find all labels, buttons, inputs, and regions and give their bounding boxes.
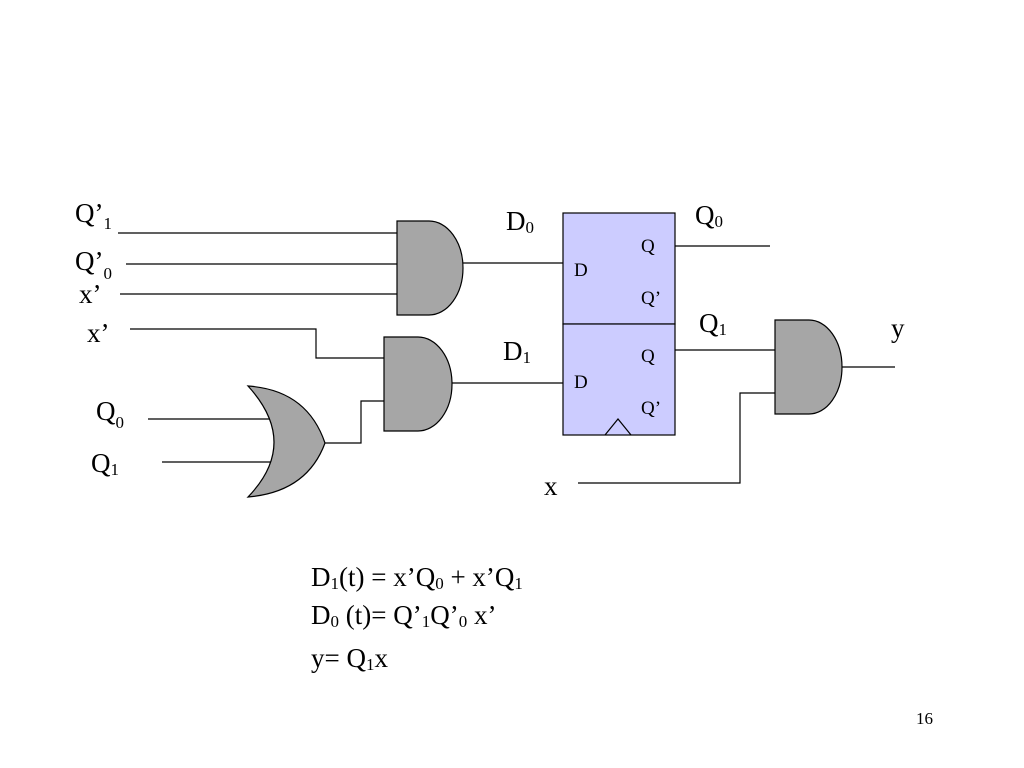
and-gate-0-shape xyxy=(396,220,464,316)
and-gate-0 xyxy=(396,220,464,316)
wire-x-and2 xyxy=(578,392,775,484)
equation-y: y= Q1x xyxy=(311,643,388,674)
flipflop-bottom-box xyxy=(562,323,676,436)
and-gate-1 xyxy=(383,336,453,432)
clock-triangle-icon xyxy=(604,418,632,436)
signal-labels: Q’1 Q’0 x’ x’ Q0 Q1 D0 D1 Q0 Q1 y x xyxy=(75,198,905,501)
or-gate-shape xyxy=(246,385,326,498)
and-gate-2-shape xyxy=(774,319,843,415)
page-number: 16 xyxy=(916,709,933,728)
flipflop-bottom: D Q Q’ xyxy=(562,323,676,436)
flipflop-top: D Q Q’ xyxy=(562,212,676,325)
flipflop-top-box xyxy=(562,212,676,325)
wire-xbar-and1 xyxy=(130,328,384,359)
label-q0-output: Q0 xyxy=(695,200,723,231)
flipflop-bottom-d-pin: D xyxy=(574,372,588,393)
or-gate xyxy=(246,385,326,498)
equations: D1(t) = x’Q0 + x’Q1 D0 (t)= Q’1Q’0 x’ y=… xyxy=(311,562,523,674)
flipflop-bottom-qbar-pin: Q’ xyxy=(641,398,661,419)
wire-or-and1 xyxy=(324,400,384,444)
label-q0bar-input: Q’0 xyxy=(75,246,112,283)
flipflop-top-qbar-pin: Q’ xyxy=(641,288,661,309)
label-d1: D1 xyxy=(503,336,531,367)
label-xbar-input-1: x’ xyxy=(87,318,110,348)
label-q1bar-input: Q’1 xyxy=(75,198,112,233)
flipflop-top-d-pin: D xyxy=(574,260,588,281)
flipflop-top-q-pin: Q xyxy=(641,236,655,257)
flipflop-bottom-q-pin: Q xyxy=(641,346,655,367)
equation-d0: D0 (t)= Q’1Q’0 x’ xyxy=(311,600,496,631)
and-gate-1-shape xyxy=(383,336,453,432)
wires xyxy=(118,232,895,484)
label-x-input: x xyxy=(544,471,558,501)
equation-d1: D1(t) = x’Q0 + x’Q1 xyxy=(311,562,523,593)
label-q1-input: Q1 xyxy=(91,448,119,479)
label-xbar-input-0: x’ xyxy=(79,279,102,309)
and-gate-2 xyxy=(774,319,843,415)
label-q0-input: Q0 xyxy=(96,396,124,432)
label-d0: D0 xyxy=(506,206,534,237)
label-q1-output: Q1 xyxy=(699,308,727,339)
label-y-output: y xyxy=(891,313,905,343)
